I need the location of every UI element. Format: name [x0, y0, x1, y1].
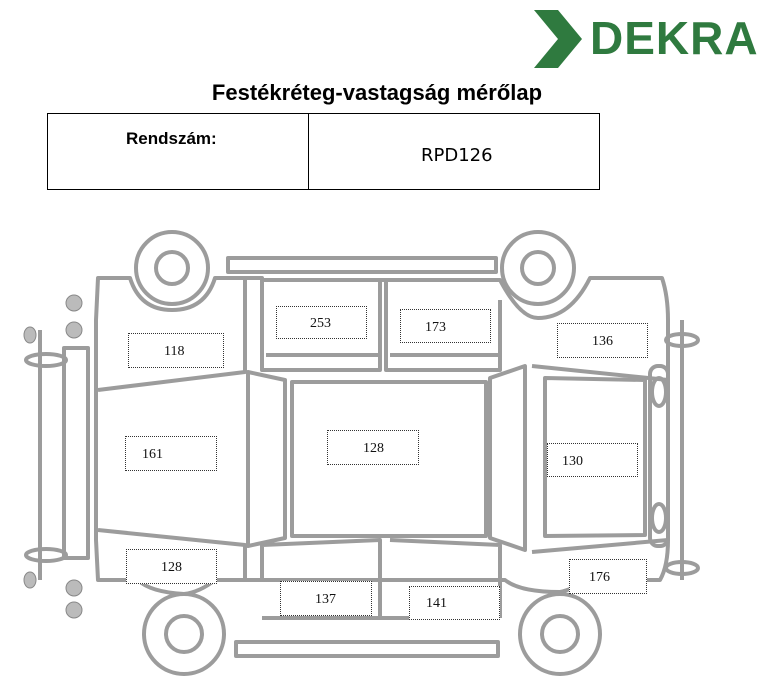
- measurement-value: 137: [315, 592, 336, 607]
- registration-table: Rendszám: RPD126: [47, 113, 600, 190]
- measurement-value: 128: [363, 441, 384, 456]
- measurement-right-rear: 176: [569, 559, 647, 594]
- measurement-bottom-right: 141: [409, 586, 500, 620]
- vehicle-body-diagram: [23, 230, 700, 676]
- registration-label: Rendszám:: [126, 129, 217, 148]
- page-title: Festékréteg-vastagság mérőlap: [211, 80, 543, 105]
- measurement-trunk: 130: [547, 443, 638, 477]
- dekra-logo-icon: [534, 10, 582, 68]
- measurement-value: 118: [164, 344, 185, 359]
- measurement-left-front-door: 161: [125, 436, 217, 471]
- measurement-value: 136: [592, 334, 613, 349]
- registration-label-cell: Rendszám:: [48, 114, 309, 189]
- measurement-value: 128: [161, 560, 182, 575]
- measurement-value: 161: [142, 447, 163, 462]
- registration-value: RPD126: [421, 145, 493, 166]
- measurement-roof-front-right: 173: [400, 309, 491, 343]
- measurement-value: 130: [562, 454, 583, 469]
- measurement-hood-right: 136: [557, 323, 648, 358]
- dekra-logo-text: DEKRA: [590, 12, 759, 64]
- measurement-left-rear: 128: [126, 549, 217, 584]
- measurement-value: 173: [425, 320, 446, 335]
- measurement-bottom-left: 137: [280, 581, 372, 616]
- registration-value-cell: RPD126: [309, 114, 599, 189]
- measurement-value: 253: [310, 316, 331, 331]
- measurement-value: 141: [426, 596, 447, 611]
- measurement-value: 176: [589, 570, 610, 585]
- measurement-roof-front-left: 253: [276, 306, 367, 339]
- measurement-hood-left: 118: [128, 333, 224, 368]
- measurement-roof-center: 128: [327, 430, 419, 465]
